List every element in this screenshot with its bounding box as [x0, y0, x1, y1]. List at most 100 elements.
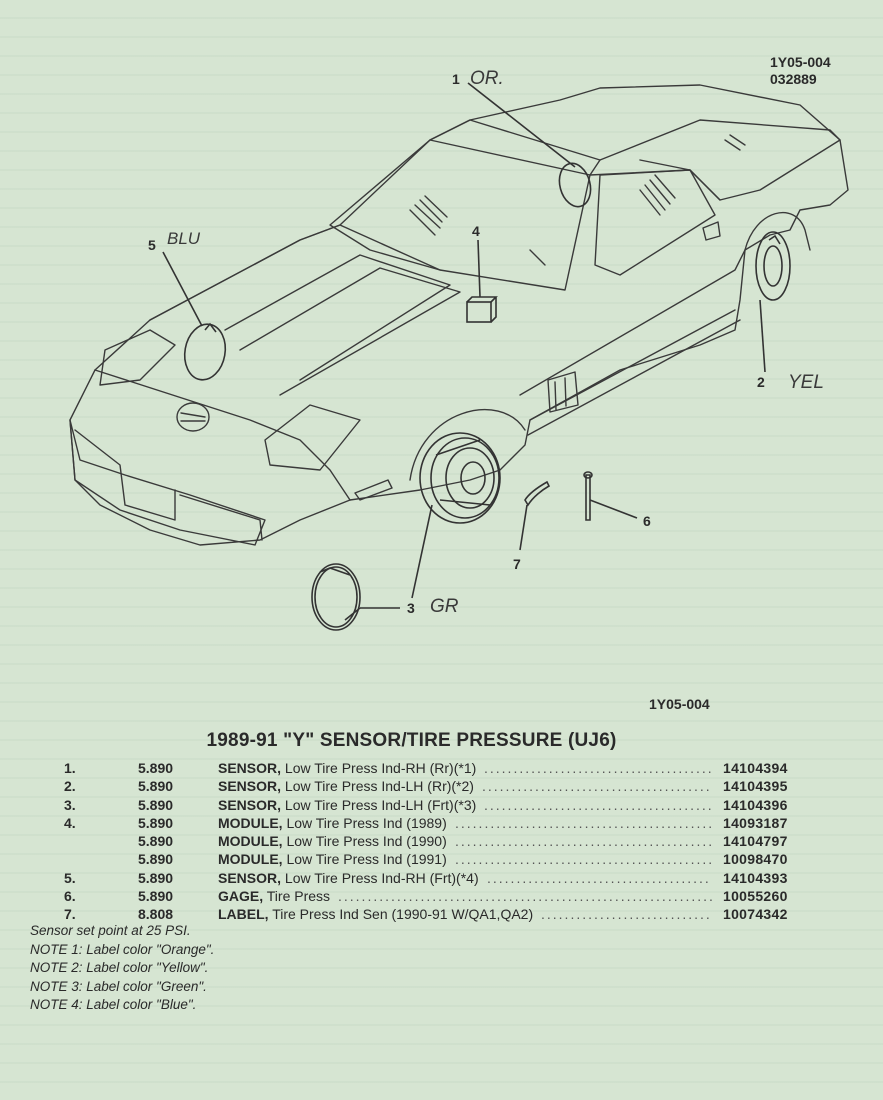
- part-detail: Low Tire Press Ind-RH (Rr)(*1): [284, 760, 477, 776]
- part-item-number: 2.: [64, 778, 76, 795]
- callout-2: 2: [757, 374, 765, 390]
- part-2-sensor-ring: [755, 231, 791, 301]
- handwritten-or: OR.: [470, 68, 504, 89]
- leader-dots: ........................................…: [455, 814, 712, 831]
- handwritten-gr: GR: [430, 596, 459, 617]
- part-row: 5. 5.890 SENSOR, Low Tire Press Ind-RH (Fr…: [0, 869, 883, 887]
- part-item-number: 6.: [64, 888, 76, 905]
- callout-1: 1: [452, 71, 460, 87]
- leader-dots: ........................................…: [541, 906, 712, 923]
- part-6-gage: [585, 474, 591, 521]
- rear-roof: [599, 119, 841, 201]
- leader-dots: ........................................…: [482, 778, 712, 795]
- part-name: LABEL,: [218, 906, 269, 923]
- part-section-number: 5.890: [138, 833, 174, 850]
- part-detail: Tire Press: [266, 888, 331, 905]
- rear-wheel-arch: [744, 211, 811, 251]
- section-title: 1989-91 "Y" SENSOR/TIRE PRESSURE (UJ6): [206, 730, 617, 751]
- part-1-sensor-ring: [558, 162, 592, 208]
- part-number: 14104393: [723, 869, 788, 886]
- note-1: NOTE 1: Label color "Orange".: [30, 941, 215, 957]
- leader-dots: ........................................…: [455, 851, 712, 868]
- part-number: 10055260: [723, 888, 788, 905]
- callout-4: 4: [472, 223, 480, 239]
- part-3-wheel: [419, 432, 501, 524]
- part-item-number: 7.: [64, 906, 76, 923]
- leader-dots: ........................................…: [455, 833, 712, 850]
- part-name: SENSOR,: [218, 796, 282, 813]
- part-detail: Low Tire Press Ind-LH (Frt)(*3): [284, 796, 477, 813]
- part-section-number: 5.890: [138, 814, 174, 831]
- part-description: MODULE, Low Tire Press Ind (1991): [218, 850, 447, 868]
- part-name: SENSOR,: [218, 760, 282, 776]
- part-section-number: 5.890: [138, 760, 174, 776]
- part-number: 14104395: [723, 778, 788, 795]
- front-bumper: [69, 419, 266, 546]
- emblem: [176, 402, 210, 432]
- part-detail: Low Tire Press Ind (1991): [286, 851, 447, 868]
- part-name: GAGE,: [218, 888, 264, 905]
- part-section-number: 5.890: [138, 851, 174, 868]
- part-name: SENSOR,: [218, 869, 282, 886]
- part-5-sensor-ring: [183, 323, 227, 381]
- callout-3: 3: [407, 600, 415, 616]
- side-vents: [547, 371, 579, 413]
- document-date-code: 032889: [770, 71, 817, 87]
- notes-block: Sensor set point at 25 PSI. NOTE 1: Labe…: [30, 922, 214, 1015]
- document-code-block: 1Y05-004 032889: [770, 54, 860, 88]
- note-3: NOTE 3: Label color "Green".: [30, 978, 207, 994]
- part-row: 5.890 MODULE, Low Tire Press Ind (1991) 10…: [0, 850, 883, 868]
- part-description: SENSOR, Low Tire Press Ind-RH (Rr)(*1): [218, 759, 476, 777]
- part-number: 10074342: [723, 906, 788, 923]
- part-name: MODULE,: [218, 814, 283, 831]
- part-section-number: 5.890: [138, 888, 174, 905]
- part-detail: Low Tire Press Ind (1990): [286, 833, 447, 850]
- part-detail: Low Tire Press Ind-LH (Rr)(*2): [284, 778, 474, 795]
- part-row: 5.890 MODULE, Low Tire Press Ind (1990) 14…: [0, 832, 883, 850]
- part-item-number: 1.: [64, 760, 76, 776]
- part-section-number: 5.890: [138, 869, 174, 886]
- note-4: NOTE 4: Label color "Blue".: [30, 997, 197, 1013]
- part-row: 2. 5.890 SENSOR, Low Tire Press Ind-LH (Rr…: [0, 777, 883, 795]
- part-item-number: 5.: [64, 869, 76, 886]
- front-wheel-arch: [409, 408, 526, 481]
- part-name: MODULE,: [218, 851, 283, 868]
- handwritten-yel: YEL: [788, 372, 824, 393]
- figure-code: 1Y05-004: [649, 696, 710, 712]
- part-description: SENSOR, Low Tire Press Ind-RH (Frt)(*4): [218, 869, 479, 887]
- part-number: 14104797: [723, 833, 788, 850]
- part-4-module: [466, 301, 492, 323]
- part-row: 3. 5.890 SENSOR, Low Tire Press Ind-LH (Fr…: [0, 796, 883, 814]
- part-section-number: 5.890: [138, 796, 174, 813]
- callout-6: 6: [643, 513, 651, 529]
- hood-line: [149, 224, 441, 321]
- part-name: MODULE,: [218, 833, 283, 850]
- part-7-label: [524, 480, 551, 507]
- part-detail: Low Tire Press Ind (1989): [286, 814, 447, 831]
- part-description: MODULE, Low Tire Press Ind (1989): [218, 814, 447, 832]
- part-number: 14104396: [723, 796, 788, 813]
- part-detail: Tire Press Ind Sen (1990-91 W/QA1,QA2): [272, 906, 534, 923]
- part-description: LABEL, Tire Press Ind Sen (1990-91 W/QA1…: [218, 905, 533, 923]
- handwritten-blu: BLU: [167, 229, 201, 248]
- part-item-number: 4.: [64, 814, 76, 831]
- part-description: SENSOR, Low Tire Press Ind-LH (Frt)(*3): [218, 796, 476, 814]
- part-3-sensor-clamp: [311, 563, 361, 631]
- part-number: 14104394: [723, 760, 788, 776]
- part-section-number: 5.890: [138, 778, 174, 795]
- headlight-right: [264, 404, 361, 471]
- part-description: SENSOR, Low Tire Press Ind-LH (Rr)(*2): [218, 777, 474, 795]
- sensor-set-point-note: Sensor set point at 25 PSI.: [30, 923, 191, 938]
- part-row: 4. 5.890 MODULE, Low Tire Press Ind (1989)…: [0, 814, 883, 832]
- part-detail: Low Tire Press Ind-RH (Frt)(*4): [284, 869, 479, 886]
- part-number: 10098470: [723, 851, 788, 868]
- part-item-number: 3.: [64, 796, 76, 813]
- callout-5: 5: [148, 237, 156, 253]
- headlight-left: [99, 329, 176, 386]
- part-description: MODULE, Low Tire Press Ind (1990): [218, 832, 447, 850]
- corvette-illustration: 1 2 3 4 5 6 7 OR. BLU YEL GR: [69, 68, 849, 631]
